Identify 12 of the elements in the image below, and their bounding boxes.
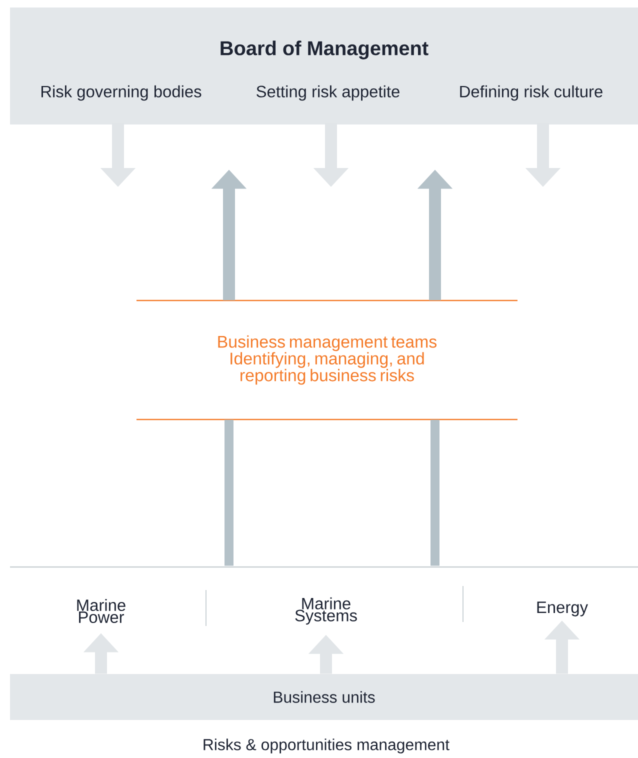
board-item: Energy (537, 602, 588, 616)
units-band: Business units (10, 674, 638, 720)
board-item: Defining risk culture (460, 85, 602, 101)
board-item: Marine Systems (295, 597, 357, 625)
connector-line (430, 420, 440, 566)
footer-note: Risks & opportunities management (204, 738, 450, 754)
team-band: Business management teams Identifying, managing, and reporting business risks (136, 300, 518, 420)
board-item: Marine Power (77, 599, 126, 623)
row-rule (10, 566, 638, 568)
board-item: Risk governing bodies (41, 85, 202, 101)
board-item: Setting risk appetite (256, 85, 400, 101)
connector-line (224, 420, 234, 566)
